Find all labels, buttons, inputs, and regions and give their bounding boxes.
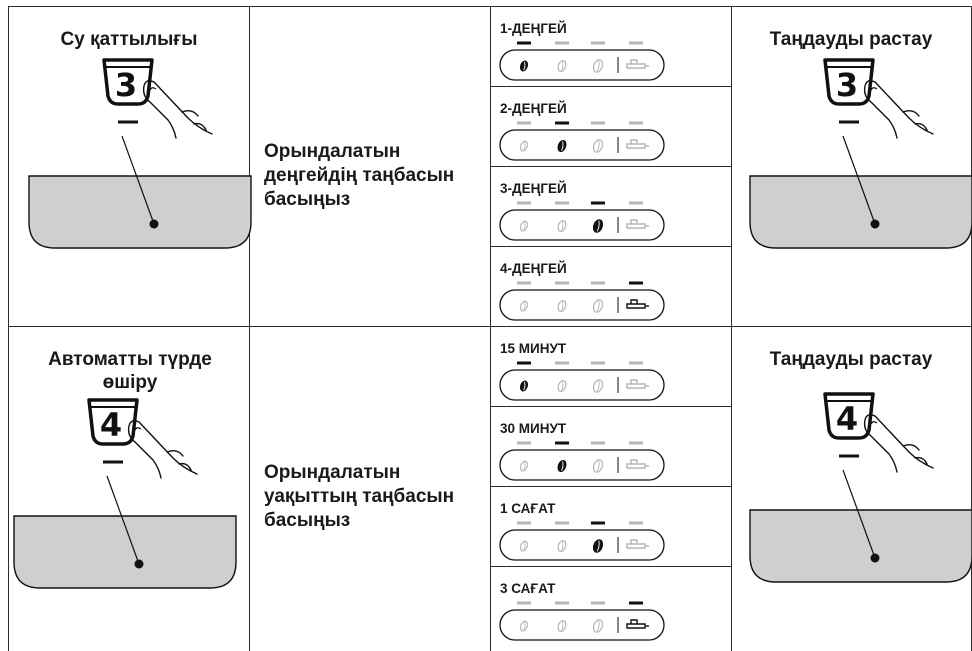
coffee-bean-icon — [592, 459, 604, 473]
panel-outline — [499, 289, 665, 321]
panel-outline — [499, 449, 665, 481]
cup-button-icon — [823, 392, 875, 440]
coffee-bean-icon — [519, 380, 529, 392]
option-panel — [499, 41, 665, 81]
panel-outline — [499, 609, 665, 641]
coffee-bean-icon — [557, 59, 567, 73]
instruction-text: Орындалатын деңгейдің таңбасын басыңыз — [264, 141, 455, 210]
pointer-line — [121, 135, 155, 225]
button-number: 4 — [100, 406, 122, 444]
cup-button-icon — [102, 58, 154, 106]
panel-outline — [499, 529, 665, 561]
cup-button-icon — [87, 398, 139, 446]
cup-icon — [626, 219, 649, 229]
button-illustration: 3 — [28, 58, 252, 249]
section-title: Су қаттылығы — [60, 29, 198, 50]
button-number: 4 — [836, 400, 858, 438]
coffee-bean-icon — [557, 619, 567, 633]
cup-icon — [626, 59, 649, 69]
confirm-title: Таңдауды растау — [769, 29, 933, 50]
option-panel — [499, 521, 665, 561]
coffee-bean-icon — [557, 459, 567, 473]
option-divider — [490, 406, 731, 407]
coffee-bean-icon — [519, 540, 529, 552]
pointer-dot — [870, 219, 880, 229]
cup-icon — [626, 299, 649, 309]
coffee-bean-icon — [557, 299, 567, 313]
coffee-bean-icon — [519, 300, 529, 312]
option-label: 1 САҒАТ — [500, 501, 556, 516]
grid-line-left — [8, 6, 9, 651]
coffee-bean-icon — [592, 59, 604, 73]
button-number: 3 — [115, 66, 137, 104]
cup-icon — [626, 139, 649, 149]
option-label: 1-ДЕҢГЕЙ — [500, 21, 567, 36]
coffee-bean-icon — [592, 619, 604, 633]
option-panel — [499, 441, 665, 481]
cup-icon — [626, 379, 649, 389]
option-label: 3 САҒАТ — [500, 581, 556, 596]
coffee-bean-icon — [557, 379, 567, 393]
option-label: 30 МИНУТ — [500, 421, 567, 436]
coffee-bean-icon — [519, 140, 529, 152]
coffee-bean-icon — [557, 539, 567, 553]
section-title: Автоматты түрде өшіру — [48, 349, 212, 393]
option-divider — [490, 566, 731, 567]
instruction-text: Орындалатын уақыттың таңбасын басыңыз — [264, 462, 455, 531]
pointing-finger-icon — [863, 413, 934, 473]
button-illustration: 4 — [749, 392, 972, 583]
cup-icon — [626, 619, 649, 629]
pointing-finger-icon — [142, 79, 213, 139]
coffee-bean-icon — [592, 139, 604, 153]
coffee-bean-icon — [557, 219, 567, 233]
pointer-dot — [149, 219, 159, 229]
panel-outline — [499, 129, 665, 161]
option-panel — [499, 281, 665, 321]
option-divider — [490, 246, 731, 247]
option-panel — [499, 361, 665, 401]
pointing-finger-icon — [863, 79, 934, 139]
control-panel-display-icon — [13, 515, 237, 589]
panel-outline — [499, 209, 665, 241]
grid-line-col3 — [490, 6, 491, 651]
coffee-bean-icon — [557, 139, 567, 153]
option-divider — [490, 486, 731, 487]
option-label: 2-ДЕҢГЕЙ — [500, 101, 567, 116]
coffee-bean-icon — [592, 299, 604, 313]
cup-icon — [626, 459, 649, 469]
panel-outline — [499, 369, 665, 401]
pointer-line — [842, 469, 876, 559]
pointer-dot — [870, 553, 880, 563]
coffee-bean-icon — [519, 60, 529, 72]
option-divider — [490, 166, 731, 167]
button-number: 3 — [836, 66, 858, 104]
option-label: 3-ДЕҢГЕЙ — [500, 181, 567, 196]
coffee-bean-icon — [592, 539, 604, 553]
coffee-bean-icon — [592, 379, 604, 393]
coffee-bean-icon — [592, 219, 604, 233]
pointer-line — [842, 135, 876, 225]
confirm-title: Таңдауды растау — [769, 349, 933, 370]
option-label: 15 МИНУТ — [500, 341, 567, 356]
pointer-line — [106, 475, 140, 565]
coffee-bean-icon — [519, 620, 529, 632]
option-panel — [499, 121, 665, 161]
option-label: 4-ДЕҢГЕЙ — [500, 261, 567, 276]
coffee-bean-icon — [519, 220, 529, 232]
option-panel — [499, 201, 665, 241]
button-illustration: 3 — [749, 58, 972, 249]
option-divider — [490, 86, 731, 87]
cup-button-icon — [823, 58, 875, 106]
panel-outline — [499, 49, 665, 81]
coffee-bean-icon — [519, 460, 529, 472]
control-panel-display-icon — [28, 175, 252, 249]
grid-line-col2 — [249, 6, 250, 651]
option-panel — [499, 601, 665, 641]
pointer-dot — [134, 559, 144, 569]
button-illustration: 4 — [13, 398, 237, 589]
cup-icon — [626, 539, 649, 549]
grid-line-col4 — [731, 6, 732, 651]
pointing-finger-icon — [127, 419, 198, 479]
